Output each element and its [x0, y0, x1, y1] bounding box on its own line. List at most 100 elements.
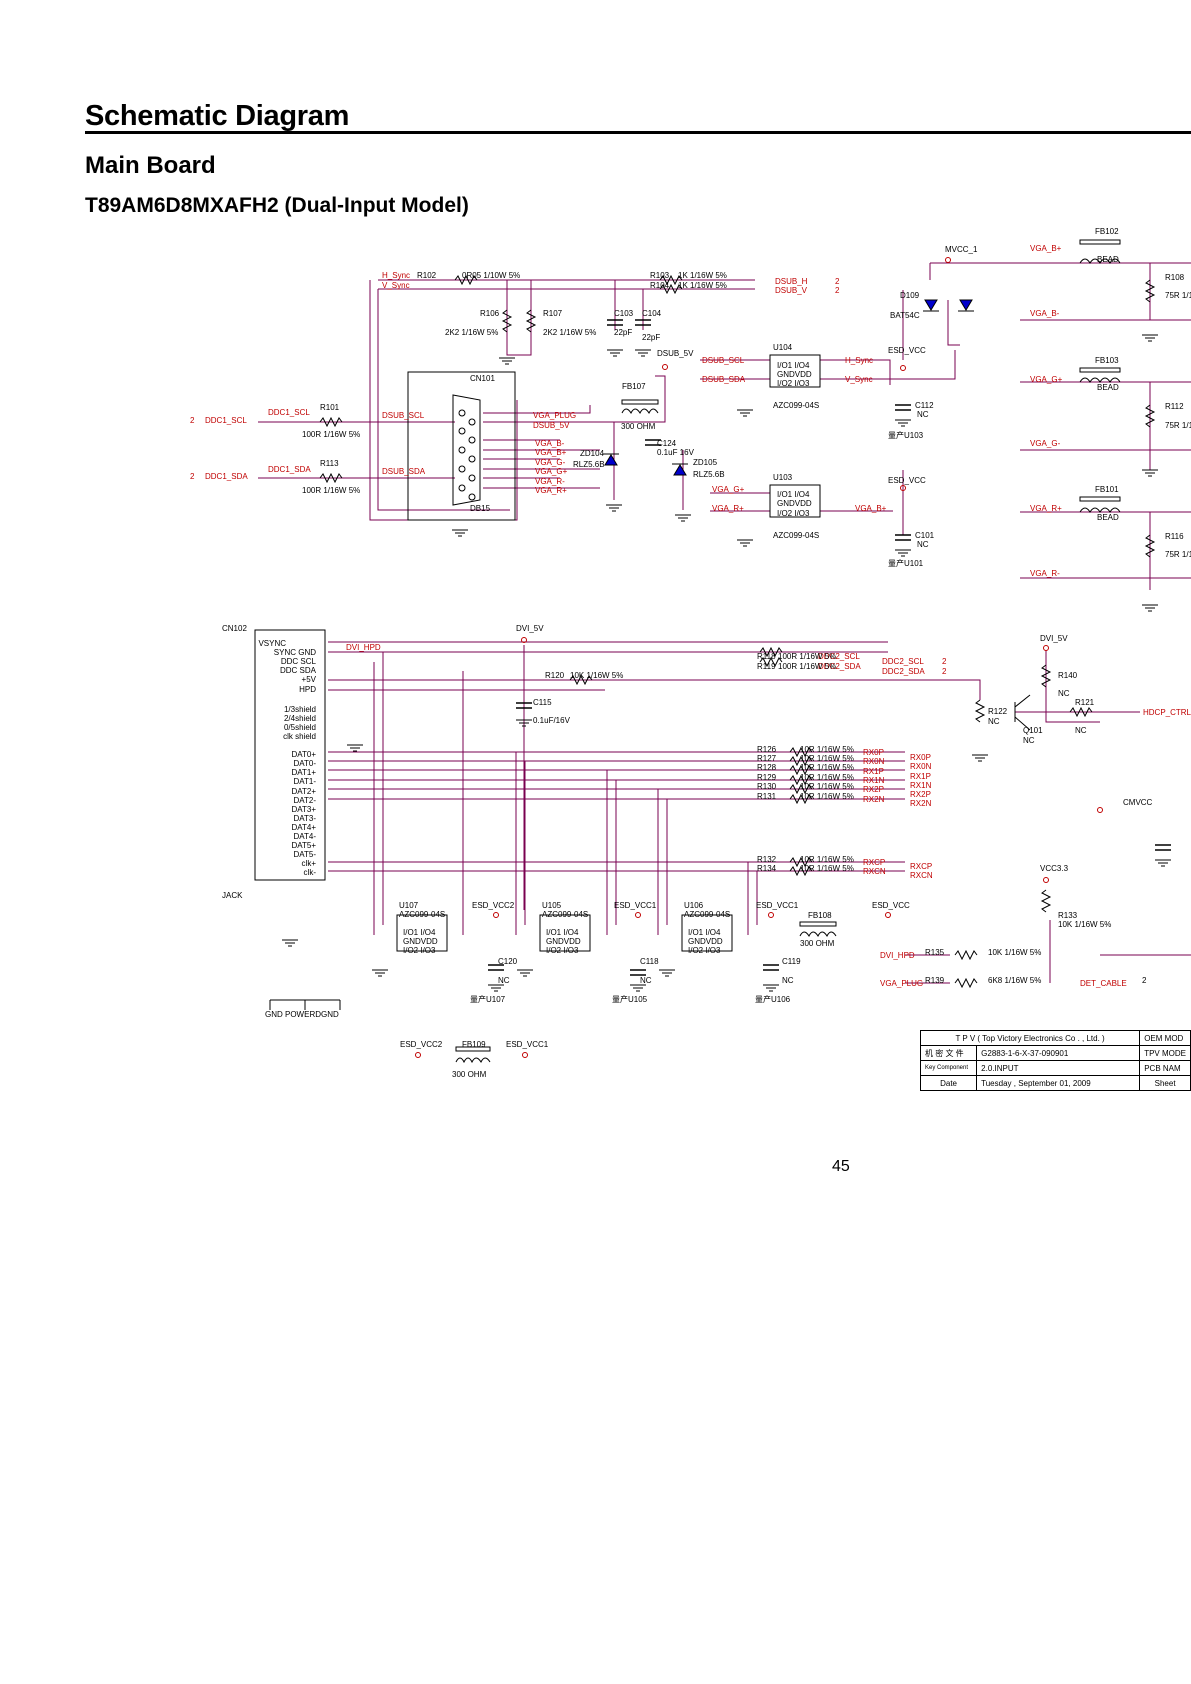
- net-rx2n: RX2N: [863, 795, 885, 804]
- ground-symbols: [269, 334, 1171, 1010]
- net-vga-bp: VGA_B+: [1030, 244, 1062, 253]
- net-dsub-scl2: DSUB_SCL: [382, 411, 425, 420]
- label-c103v: 22pF: [614, 328, 632, 337]
- label-r130v: 10R 1/16W 5%: [800, 782, 854, 791]
- label-zd104v: RLZ5.6B: [573, 460, 605, 469]
- label-esdvcc2: ESD_VCC: [888, 476, 926, 485]
- transistor-q101: [1014, 694, 1031, 731]
- label-pin-dat5p: DAT5+: [291, 841, 316, 850]
- tb-oem: OEM MOD: [1139, 1030, 1191, 1046]
- net-vga-plug2: VGA_PLUG: [880, 979, 923, 988]
- label-r103: R103: [650, 271, 670, 280]
- label-dvi5v2: DVI_5V: [1040, 634, 1068, 643]
- db15-shell: [452, 394, 481, 506]
- section-title: Main Board: [85, 152, 216, 179]
- label-r135v: 10K 1/16W 5%: [988, 948, 1041, 957]
- label-pin-dat1p: DAT1+: [291, 768, 316, 777]
- net-dsub-v: DSUB_V: [775, 286, 808, 295]
- label-esdvcc1b: ESD_VCC1: [756, 901, 799, 910]
- label-u107: U107: [399, 901, 419, 910]
- label-r127: R127: [757, 754, 777, 763]
- label-pin-5v: +5V: [302, 675, 317, 684]
- net-vga-gp3: VGA_G+: [712, 485, 745, 494]
- label-fb107: FB107: [622, 382, 646, 391]
- label-r122: R122: [988, 707, 1008, 716]
- net-2a: 2: [835, 277, 840, 286]
- label-fb109v: 300 OHM: [452, 1070, 487, 1079]
- label-fb107v: 300 OHM: [621, 422, 656, 431]
- label-jack: JACK: [222, 891, 243, 900]
- label-r134: R134: [757, 864, 777, 873]
- label-r132: R132: [757, 855, 777, 864]
- label-r106v: 2K2 1/16W 5%: [445, 328, 498, 337]
- label-fb108: FB108: [808, 911, 832, 920]
- label-pin-dat4p: DAT4+: [291, 823, 316, 832]
- net-ddc1-scl: DDC1_SCL: [205, 416, 247, 425]
- net-det-cable: DET_CABLE: [1080, 979, 1127, 988]
- label-esdvcc3: ESD_VCC: [872, 901, 910, 910]
- net-vga-bm2: VGA_B-: [535, 439, 565, 448]
- net-vga-gp2: VGA_G+: [535, 467, 568, 476]
- net-rx1p2: RX1P: [910, 772, 931, 781]
- label-vcc33: VCC3.3: [1040, 864, 1069, 873]
- net-ddc1-sda2: DDC1_SDA: [268, 465, 311, 474]
- net-rx0n2: RX0N: [910, 762, 932, 771]
- net-labels: H_Sync V_Sync DSUB_H DSUB_V 2 2 VGA_B+ V…: [190, 244, 1191, 988]
- net-rxcn: RXCN: [863, 867, 886, 876]
- net-h-sync2: H_Sync: [845, 356, 873, 365]
- db15-pins: [458, 409, 476, 501]
- label-r107v: 2K2 1/16W 5%: [543, 328, 596, 337]
- label-c101v: NC: [917, 540, 929, 549]
- label-dsub5v: DSUB_5V: [657, 349, 694, 358]
- resistors: [319, 274, 1156, 989]
- label-r118: R118: [757, 652, 776, 661]
- label-esdvcc2a: ESD_VCC2: [472, 901, 515, 910]
- label-r119v: 100R 1/16W 5%: [778, 662, 836, 671]
- label-cmvcc: CMVCC: [1123, 798, 1153, 807]
- title-block: T P V ( Top Victory Electronics Co . , L…: [919, 1030, 1191, 1091]
- label-u106: U106: [684, 901, 704, 910]
- label-c119: C119: [782, 957, 801, 966]
- label-pin-dat0m: DAT0-: [293, 759, 316, 768]
- db15-connector: [407, 371, 516, 521]
- label-c115: C115: [533, 698, 552, 707]
- label-c112v: NC: [917, 410, 929, 419]
- capacitors: [488, 319, 1171, 976]
- label-r120: R120: [545, 671, 565, 680]
- label-pin-hpd: HPD: [299, 685, 316, 694]
- wires-top: [258, 262, 1191, 984]
- label-pin-dat2p: DAT2+: [291, 787, 316, 796]
- label-esdvcc2b: ESD_VCC2: [400, 1040, 443, 1049]
- label-r104v: 1K 1/16W 5%: [678, 281, 727, 290]
- label-c120: C120: [498, 957, 518, 966]
- label-r134v: 10R 1/16W 5%: [800, 864, 854, 873]
- label-q101: Q101: [1023, 726, 1043, 735]
- net-hdcp: HDCP_CTRL: [1143, 708, 1191, 717]
- label-r139: R139: [925, 976, 945, 985]
- label-u105-io14: I/O1 I/O4: [546, 928, 579, 937]
- label-c101: C101: [915, 531, 935, 540]
- net-ddc2-scl: DDC2_SCL: [818, 652, 860, 661]
- label-r128: R128: [757, 763, 777, 772]
- net-dsub5v: DSUB_5V: [533, 421, 570, 430]
- label-u104-part: AZC099-04S: [773, 401, 819, 410]
- label-2g: 2: [1142, 976, 1147, 985]
- net-rx0n: RX0N: [863, 757, 885, 766]
- tb-date-label: Date: [919, 1075, 978, 1091]
- net-vga-bp3: VGA_B+: [855, 504, 887, 513]
- label-u105-io23: I/O2 I/O3: [546, 946, 579, 955]
- label-u104: U104: [773, 343, 793, 352]
- net-vga-rp: VGA_R+: [1030, 504, 1062, 513]
- label-r121: R121: [1075, 698, 1095, 707]
- label-r106: R106: [480, 309, 500, 318]
- net-rxcn2: RXCN: [910, 871, 933, 880]
- label-u107p: 量产U107: [470, 994, 506, 1004]
- label-r103v: 1K 1/16W 5%: [678, 271, 727, 280]
- label-pin-ddcsda: DDC SDA: [280, 666, 317, 675]
- label-fb109: FB109: [462, 1040, 486, 1049]
- label-u106-io23: I/O2 I/O3: [688, 946, 721, 955]
- label-u104-gnd: GNDVDD: [777, 370, 812, 379]
- net-2b: 2: [835, 286, 840, 295]
- label-u106-part: AZC099-04S: [684, 910, 730, 919]
